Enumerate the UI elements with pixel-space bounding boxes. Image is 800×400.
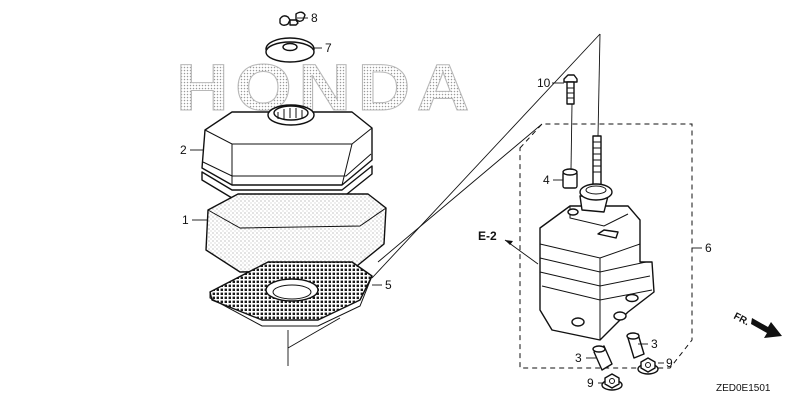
reference-e2: E-2	[478, 229, 497, 243]
honda-logo-watermark: HONDA	[176, 50, 476, 124]
callout-4: 4	[543, 173, 550, 187]
callout-2: 2	[180, 143, 187, 157]
mesh-filter-element	[209, 261, 373, 327]
stud-bolt	[592, 135, 602, 189]
callout-9-right: 9	[666, 356, 673, 370]
collar	[562, 168, 578, 189]
bolt	[563, 74, 578, 105]
flange-nut-left	[601, 373, 623, 391]
callout-10: 10	[537, 76, 551, 90]
wing-nut	[279, 11, 306, 26]
air-cleaner-cover	[201, 104, 373, 199]
callout-7: 7	[325, 41, 332, 55]
leader-lines	[190, 17, 702, 384]
callout-5: 5	[385, 278, 392, 292]
callout-8: 8	[311, 11, 318, 25]
front-arrow-icon	[751, 318, 782, 338]
front-label: FR.	[732, 311, 752, 328]
diagram-code: ZED0E1501	[716, 383, 771, 394]
collar-lower-left	[592, 345, 613, 371]
callout-1: 1	[182, 213, 189, 227]
cover-plate	[265, 37, 315, 63]
callout-3-right: 3	[651, 337, 658, 351]
flange-nut-right	[637, 357, 659, 375]
air-cleaner-case	[539, 183, 655, 341]
foam-element	[205, 193, 387, 273]
collar-lower-right	[626, 332, 645, 359]
callout-9-left: 9	[587, 376, 594, 390]
callout-3-left: 3	[575, 351, 582, 365]
front-direction-marker: FR.	[732, 311, 782, 338]
assembly-boundary	[519, 123, 693, 369]
callout-6: 6	[705, 241, 712, 255]
